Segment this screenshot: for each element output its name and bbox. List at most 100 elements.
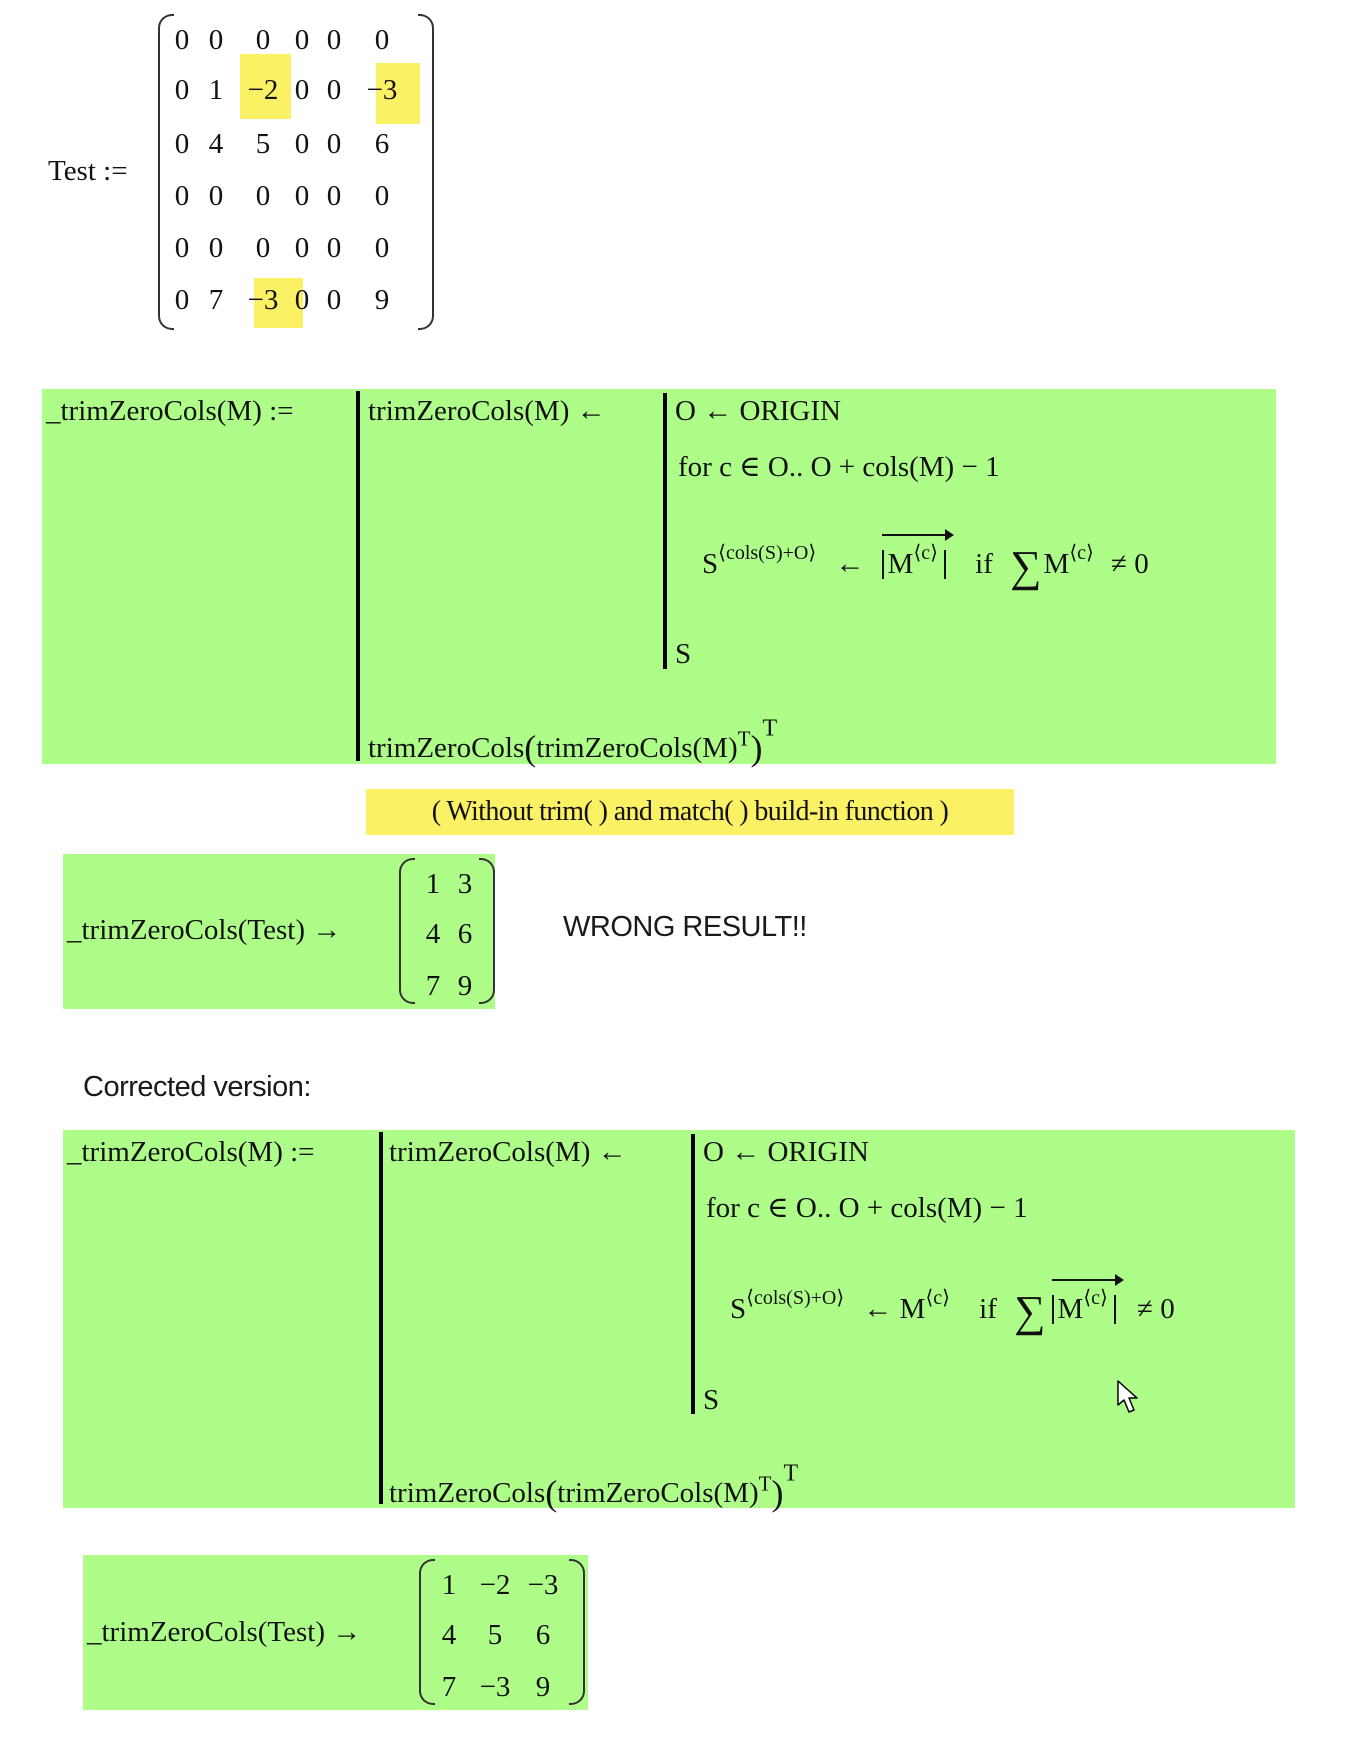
matrix-cell: 3 (457, 868, 473, 900)
matrix-cell: 0 (174, 128, 190, 160)
matrix-cell: 0 (174, 232, 190, 264)
matrix-cell: 0 (326, 180, 342, 212)
matrix-cell: 4 (425, 918, 441, 950)
matrix-cell: 0 (294, 232, 310, 264)
transpose-outer: T (762, 715, 778, 742)
if-keyword: if (975, 548, 993, 580)
outer-call: trimZeroCols (389, 1477, 546, 1509)
line-origin: O ← ORIGIN (675, 395, 841, 427)
assign-arrow: ← (835, 548, 865, 580)
matrix-cell: 0 (294, 128, 310, 160)
right-paren (569, 1559, 585, 1705)
sigma-icon: ∑ (1014, 1287, 1046, 1336)
assign-lhs: S (702, 548, 719, 580)
matrix-cell: 0 (255, 24, 271, 56)
program-bar-inner (663, 393, 667, 669)
assign-lhs: S (730, 1293, 747, 1325)
left-paren (399, 858, 415, 1004)
matrix-cell: 4 (208, 128, 224, 160)
matrix-cell: 0 (174, 284, 190, 316)
sum-m-sup: ⟨c⟩ (1069, 542, 1094, 564)
matrix-cell: 0 (374, 180, 390, 212)
inner-def: trimZeroCols(M) ← (368, 395, 606, 427)
matrix-cell: 4 (441, 1619, 457, 1651)
matrix-cell: 0 (326, 24, 342, 56)
matrix-cell: 5 (255, 128, 271, 160)
matrix-cell: 7 (425, 970, 441, 1002)
assign-lhs-sup: ⟨cols(S)+O⟩ (718, 542, 817, 564)
line-return: S (703, 1384, 720, 1416)
program-bar-inner (691, 1134, 695, 1414)
highlight-cell (376, 63, 420, 124)
function-definition-region-corrected[interactable]: _trimZeroCols(M) := trimZeroCols(M) ← O … (63, 1130, 1295, 1513)
matrix-cell: 0 (208, 24, 224, 56)
transpose-outer: T (783, 1460, 799, 1487)
function-def-label: _trimZeroCols(M) := (46, 395, 294, 427)
line-origin: O ← ORIGIN (703, 1136, 869, 1168)
final-expression: trimZeroCols(trimZeroCols(M)T)T (389, 1460, 799, 1513)
line-assign: S⟨cols(S)+O⟩ ← M⟨c⟩ if ∑M⟨c⟩ ≠ 0 (702, 529, 1149, 589)
vec-m-sup: ⟨c⟩ (913, 542, 938, 564)
sum-m: M (1043, 548, 1070, 580)
matrix-cell: 0 (255, 180, 271, 212)
result-label: _trimZeroCols(Test) → (87, 1616, 362, 1648)
matrix-cell: −2 (479, 1569, 511, 1601)
matrix-cell: 0 (208, 180, 224, 212)
neq-zero: ≠ 0 (1111, 548, 1149, 580)
highlight-cell (254, 278, 303, 328)
matrix-cell: 0 (208, 232, 224, 264)
matrix-cell: 1 (441, 1569, 457, 1601)
matrix-cell: 9 (535, 1671, 551, 1703)
matrix-cell: 5 (487, 1619, 503, 1651)
matrix-cell: 0 (294, 284, 310, 316)
matrix-cell: 0 (326, 284, 342, 316)
corrected-heading: Corrected version: (83, 1071, 311, 1103)
function-definition-region[interactable]: _trimZeroCols(M) := trimZeroCols(M) ← O … (42, 389, 1276, 768)
vec-m: M (1057, 1293, 1084, 1325)
left-paren (158, 14, 174, 330)
line-for: for c ∈ O.. O + cols(M) − 1 (706, 1192, 1028, 1224)
result-label: _trimZeroCols(Test) → (67, 914, 342, 946)
matrix-cell: −2 (247, 74, 279, 106)
line-return: S (675, 638, 692, 670)
matrix-cell: 1 (208, 74, 224, 106)
if-keyword: if (979, 1293, 997, 1325)
final-expression: trimZeroCols(trimZeroCols(M)T)T (368, 715, 778, 768)
test-matrix-label: Test := (48, 155, 128, 187)
matrix-cell: 9 (374, 284, 390, 316)
matrix-cell: 0 (294, 24, 310, 56)
matrix-cell: −3 (247, 284, 279, 316)
matrix-cell: −3 (479, 1671, 511, 1703)
matrix-cell: 0 (174, 180, 190, 212)
matrix-cell: 0 (374, 24, 390, 56)
assign-arrow: ← (863, 1293, 893, 1325)
function-def-label: _trimZeroCols(M) := (67, 1136, 315, 1168)
matrix-cell: 0 (174, 74, 190, 106)
assign-lhs-sup: ⟨cols(S)+O⟩ (746, 1287, 845, 1309)
line-assign: S⟨cols(S)+O⟩ ← M⟨c⟩ if ∑M⟨c⟩ ≠ 0 (730, 1274, 1175, 1334)
vectorized-abs: M⟨c⟩ (881, 529, 955, 579)
right-paren (479, 858, 495, 1004)
matrix-cell: 0 (326, 74, 342, 106)
inner-call: trimZeroCols(M) (557, 1477, 759, 1509)
program-bar-outer (356, 391, 360, 761)
note-text: ( Without trim( ) and match( ) build-in … (431, 796, 949, 827)
plain-m: M (899, 1293, 926, 1325)
matrix-cell: 7 (208, 284, 224, 316)
outer-call: trimZeroCols (368, 732, 525, 764)
matrix-cell: 0 (326, 232, 342, 264)
inner-def: trimZeroCols(M) ← (389, 1136, 627, 1168)
note-banner: ( Without trim( ) and match( ) build-in … (366, 789, 1014, 835)
matrix-cell: 0 (326, 128, 342, 160)
right-paren (418, 14, 434, 330)
left-paren (419, 1559, 435, 1705)
vectorized-abs: M⟨c⟩ (1051, 1274, 1125, 1325)
matrix-cell: 0 (174, 24, 190, 56)
inner-call: trimZeroCols(M) (536, 732, 738, 764)
program-bar-outer (379, 1132, 383, 1504)
